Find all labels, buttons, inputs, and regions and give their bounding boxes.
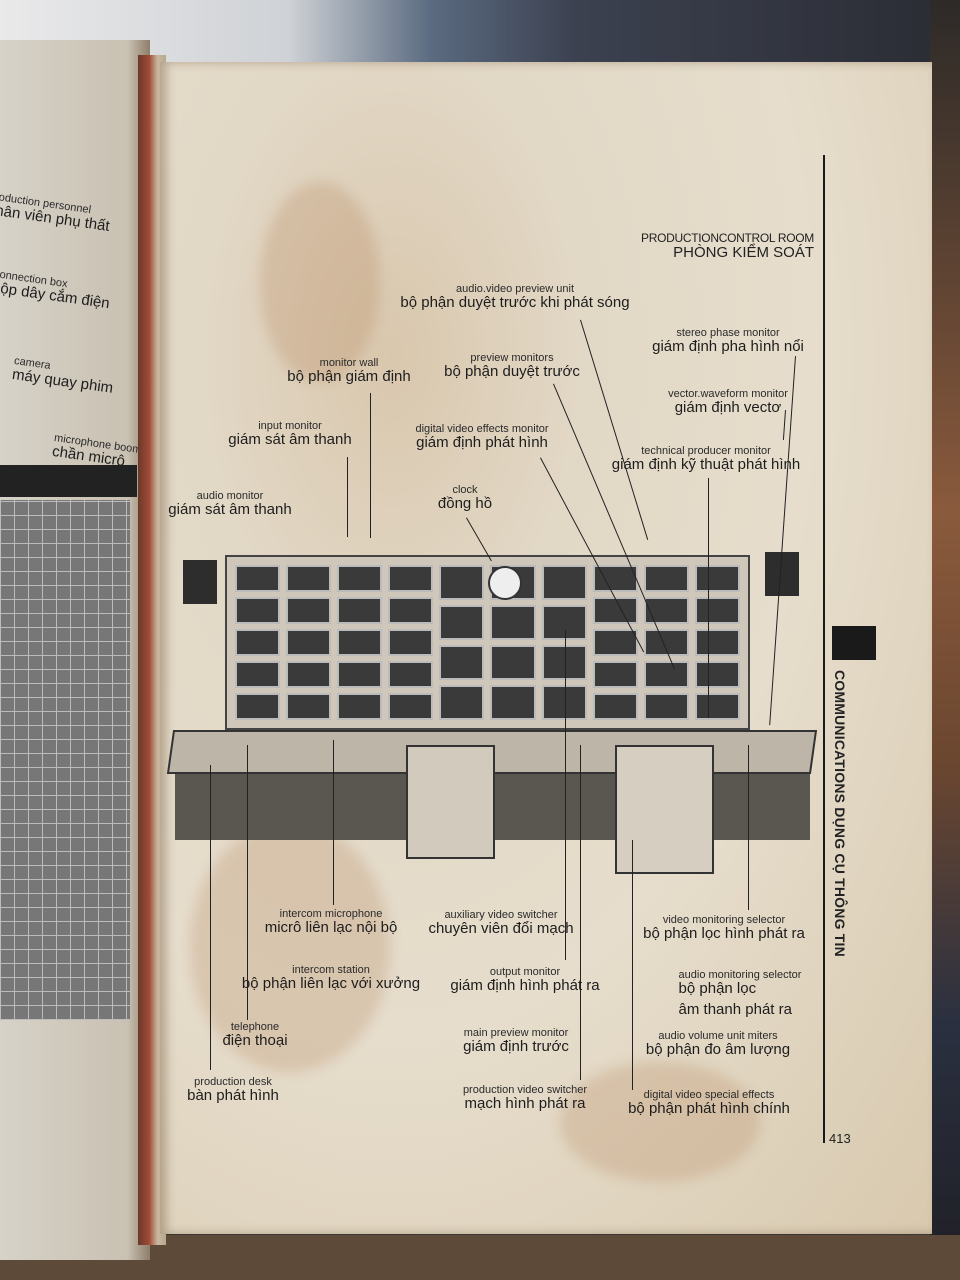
monitor-screen bbox=[439, 605, 485, 640]
monitor-screen bbox=[235, 565, 281, 592]
monitor-screen bbox=[694, 629, 740, 656]
monitor-column bbox=[592, 565, 638, 720]
monitor-screen bbox=[541, 565, 587, 600]
monitor-screen bbox=[592, 597, 638, 624]
monitor-column bbox=[439, 565, 485, 720]
monitor-screen bbox=[694, 661, 740, 688]
monitor-column bbox=[643, 565, 689, 720]
monitor-screen bbox=[592, 661, 638, 688]
monitor-screen bbox=[490, 685, 536, 720]
monitor-column bbox=[388, 565, 434, 720]
monitor-screen bbox=[694, 597, 740, 624]
monitor-screen bbox=[286, 597, 332, 624]
chapter-title-vertical: COMMUNICATIONS DỤNG CỤ THÔNG TIN bbox=[832, 670, 848, 957]
section-title-vi: PHÒNG KIỂM SOÁT bbox=[673, 244, 814, 261]
monitor-screen bbox=[235, 693, 281, 720]
monitor-screen bbox=[337, 661, 383, 688]
monitor-screen bbox=[235, 629, 281, 656]
monitor-screen bbox=[337, 597, 383, 624]
monitor-screen bbox=[643, 597, 689, 624]
monitor-screen bbox=[439, 645, 485, 680]
monitor-screen bbox=[337, 565, 383, 592]
monitor-screen bbox=[286, 661, 332, 688]
right-page bbox=[160, 62, 932, 1234]
switcher-console-illustration bbox=[406, 745, 495, 859]
effects-console-illustration bbox=[615, 745, 714, 874]
monitor-screen bbox=[337, 629, 383, 656]
monitor-screen bbox=[694, 565, 740, 592]
chapter-tab-block bbox=[832, 626, 876, 660]
left-diagram-bar bbox=[0, 465, 137, 497]
monitor-column bbox=[541, 565, 587, 720]
monitor-screen bbox=[388, 629, 434, 656]
monitor-screen bbox=[235, 661, 281, 688]
monitor-screen bbox=[541, 645, 587, 680]
monitor-screen bbox=[388, 693, 434, 720]
clock-illustration bbox=[488, 566, 522, 600]
monitor-screen bbox=[286, 693, 332, 720]
section-title-en: PRODUCTIONCONTROL ROOM bbox=[641, 231, 814, 245]
monitor-screen bbox=[592, 693, 638, 720]
monitor-column bbox=[337, 565, 383, 720]
monitor-screen bbox=[439, 685, 485, 720]
monitor-screen bbox=[694, 693, 740, 720]
monitor-screen bbox=[643, 565, 689, 592]
monitor-column bbox=[235, 565, 281, 720]
monitor-column bbox=[694, 565, 740, 720]
monitor-screen bbox=[643, 693, 689, 720]
monitor-screen bbox=[286, 565, 332, 592]
monitor-screen bbox=[490, 605, 536, 640]
monitor-screen bbox=[643, 661, 689, 688]
monitor-screen bbox=[388, 565, 434, 592]
monitor-column bbox=[286, 565, 332, 720]
monitor-screen bbox=[592, 629, 638, 656]
page-number: 413 bbox=[829, 1131, 851, 1146]
monitor-screen bbox=[541, 685, 587, 720]
monitor-screen bbox=[337, 693, 383, 720]
monitor-screen bbox=[388, 597, 434, 624]
monitor-screen bbox=[439, 565, 485, 600]
monitor-screen bbox=[490, 645, 536, 680]
monitor-screen bbox=[235, 597, 281, 624]
monitor-screen bbox=[541, 605, 587, 640]
left-diagram-studio bbox=[0, 500, 130, 1020]
audio-monitor-speaker-left bbox=[183, 560, 217, 604]
monitor-screen bbox=[388, 661, 434, 688]
monitor-screen bbox=[286, 629, 332, 656]
margin-rule bbox=[823, 155, 825, 1143]
background-table bbox=[930, 0, 960, 1280]
